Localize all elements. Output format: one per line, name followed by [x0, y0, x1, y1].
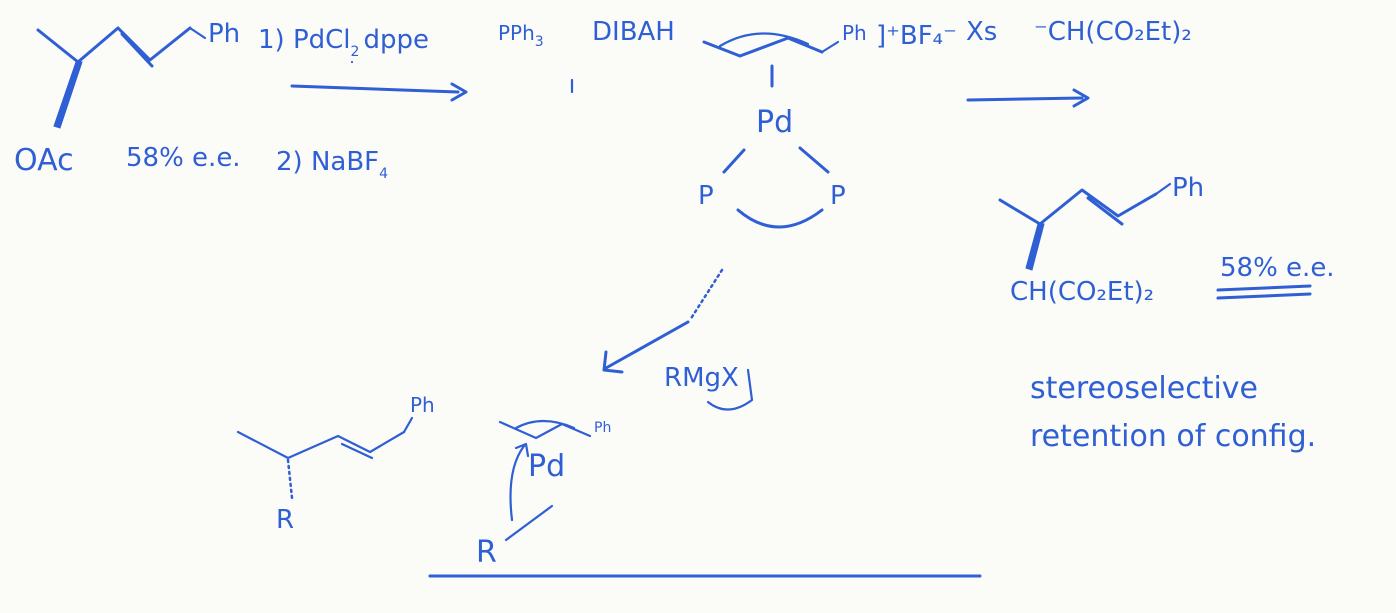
- note-line1: stereoselective: [1030, 371, 1258, 406]
- nucleophile-addition: Xs ⁻CH(CO₂Et)₂: [966, 17, 1192, 108]
- lower-complex: Ph Pd R: [476, 419, 611, 570]
- complex-ligand-left: P: [698, 181, 714, 211]
- dotted-connector: [688, 268, 724, 322]
- lower-phenyl-label: Ph: [594, 420, 611, 436]
- step2-reagent: 2) NaBF: [276, 147, 379, 177]
- product-left-skeleton: [236, 430, 406, 460]
- product-right-ph-bond: [1154, 182, 1172, 196]
- product-right-substituent-label: CH(CO₂Et)₂: [1010, 277, 1154, 307]
- product-left-ph-bond: [402, 416, 414, 434]
- stereo-note: stereoselective retention of config.: [1030, 371, 1316, 454]
- grignard-branch: RMgX: [602, 268, 754, 411]
- product-malonate: Ph CH(CO₂Et)₂ 58% e.e.: [998, 173, 1335, 307]
- allyl-fragment: [702, 36, 824, 58]
- complex-ligand-right: P: [830, 181, 846, 211]
- grignard-label: RMgX: [664, 363, 739, 393]
- product-right-stereo-wedge: [1025, 223, 1045, 271]
- complex-ph-bond: [820, 40, 840, 54]
- step1-subscript: 2: [351, 44, 360, 60]
- note-line2: retention of config.: [1030, 419, 1316, 454]
- product-left-phenyl-label: Ph: [410, 393, 435, 417]
- r-migration-arrow: [509, 442, 530, 522]
- reaction-arrow-2: [966, 88, 1090, 108]
- dibah-label: DIBAH: [592, 17, 675, 47]
- product-right-skeleton: [998, 188, 1158, 226]
- lower-group-label: R: [476, 535, 497, 570]
- product-right-phenyl-label: Ph: [1172, 173, 1204, 203]
- grignard-hook: [706, 368, 754, 411]
- pd-p-bond-right: [798, 146, 830, 174]
- step2-subscript: 4: [379, 166, 388, 182]
- complex-label-xs: Xs: [966, 17, 997, 47]
- product-right-ee-label: 58% e.e.: [1220, 253, 1335, 283]
- substrate-molecule: Ph OAc 58% e.e.: [14, 19, 241, 178]
- ph3-reagent: PPh: [498, 21, 535, 45]
- r-pd-bond: [504, 504, 554, 542]
- ph3-subscript: 3: [535, 34, 544, 50]
- pd-p-bond-left: [722, 148, 746, 174]
- substrate-ee-label: 58% e.e.: [126, 143, 241, 173]
- ee-double-underline: [1216, 284, 1312, 300]
- lower-allyl-fragment: [498, 420, 592, 440]
- complex-counterion-label: ]⁺BF₄⁻: [876, 21, 957, 51]
- complex-phenyl-label: Ph: [842, 21, 867, 45]
- pi-allyl-complex: Ph ]⁺BF₄⁻ Pd P P: [698, 21, 957, 229]
- complex-metal-label: Pd: [756, 105, 793, 140]
- step1-reagent: 1) PdCl: [258, 25, 351, 55]
- product-alkyl: Ph R: [236, 393, 435, 535]
- product-left-group-label: R: [276, 505, 294, 535]
- reaction-arrow-3: [602, 320, 690, 374]
- dppe-backbone: [736, 208, 824, 229]
- substrate-ph-bond: [188, 26, 207, 40]
- reaction-arrow-1: [290, 82, 468, 102]
- allyl-delocalization-arc: [718, 32, 810, 48]
- nucleophile-label: ⁻CH(CO₂Et)₂: [1034, 17, 1192, 47]
- lower-metal-label: Pd: [528, 449, 565, 484]
- step2-text: 2) NaBF4: [276, 147, 388, 182]
- lower-allyl-arc: [514, 419, 576, 430]
- product-left-hash-bond: [286, 458, 294, 500]
- ph3-text: PPh3: [498, 21, 544, 50]
- step1-ligand: dppe: [363, 25, 429, 55]
- substrate-leaving-group-label: OAc: [14, 143, 74, 178]
- substrate-skeleton: [36, 26, 192, 68]
- substrate-phenyl-label: Ph: [208, 19, 240, 49]
- substrate-stereo-wedge: [53, 61, 83, 129]
